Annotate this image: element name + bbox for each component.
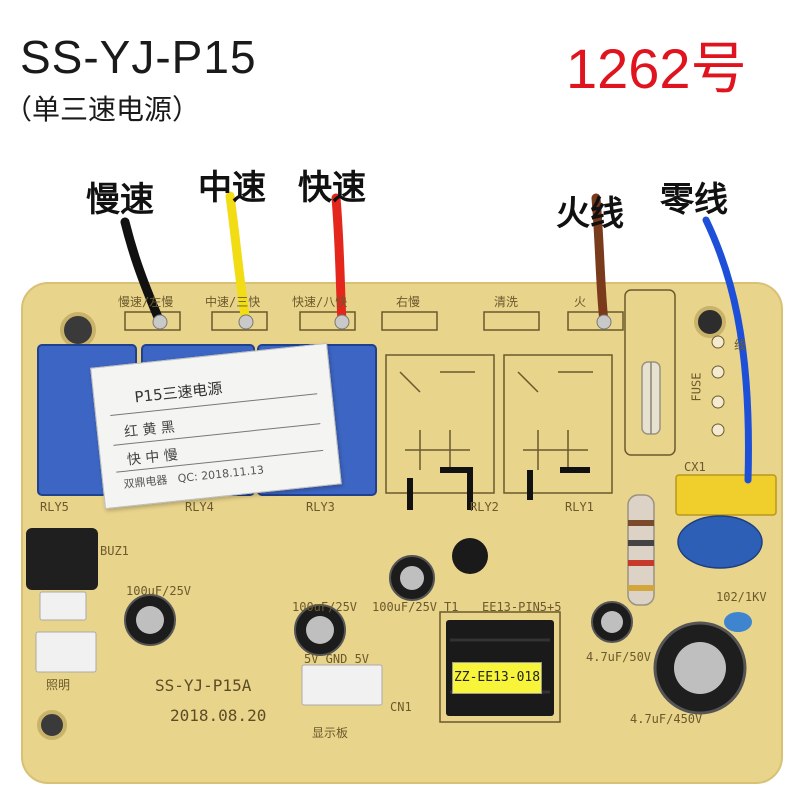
- connector-left-1: [39, 591, 87, 621]
- connector-cn1: [301, 664, 383, 706]
- label-display-board: 显示板: [312, 726, 349, 740]
- label-buzzer: BUZ1: [100, 544, 129, 558]
- label-cx1: CX1: [684, 460, 706, 474]
- label-connector-pins: 5V GND 5V: [304, 652, 370, 666]
- label-fuse: FUSE: [689, 372, 704, 402]
- pad-label-right-slow: 右慢: [396, 295, 421, 309]
- wire-neutral: [702, 216, 752, 484]
- small-capacitor: [724, 612, 752, 632]
- label-line: 线: [734, 338, 747, 352]
- wire-label-slow: 慢速: [86, 180, 154, 220]
- item-number: 1262号: [566, 37, 747, 100]
- relay-trace: [407, 467, 590, 510]
- pad-label-slow: 慢速/左慢: [118, 295, 174, 309]
- label-ec3: 100uF/25V: [372, 600, 438, 614]
- pad-label-fast: 快速/八快: [292, 295, 348, 309]
- label-ec2: 4.7uF/50V: [586, 650, 652, 664]
- sticker-title: P15三速电源: [133, 379, 224, 407]
- label-ec5: 100uF/25V: [126, 584, 192, 598]
- label-rly1: RLY1: [565, 500, 594, 514]
- wire-fast: [331, 193, 347, 327]
- resistor-bands: [628, 520, 654, 591]
- sticker-colors: 红 黄 黑: [123, 419, 176, 441]
- transformer-t1: [439, 611, 561, 723]
- wire-label-fast: 快速: [298, 168, 366, 208]
- label-rly3: RLY3: [306, 500, 335, 514]
- solder-joints: [152, 314, 612, 330]
- buzzer: [26, 528, 98, 590]
- relay-outlines: [385, 354, 613, 494]
- wire-label-medium: 中速: [198, 168, 266, 208]
- model-title: SS-YJ-P15: [20, 31, 257, 83]
- wire-medium: [225, 191, 251, 327]
- connector-left-2: [35, 631, 97, 673]
- label-ec1: 4.7uF/450V: [630, 712, 703, 726]
- label-light: 照明: [46, 678, 71, 692]
- wire-live: [591, 193, 609, 327]
- fuse-pads: [711, 335, 725, 437]
- label-ec4: 100uF/25V: [292, 600, 358, 614]
- wire-label-neutral: 零线: [660, 180, 728, 220]
- qc-sticker: P15三速电源 红 黄 黑 快 中 慢 双鼎电器 QC: 2018.11.13: [90, 342, 342, 510]
- label-rly4: RLY4: [185, 500, 214, 514]
- model-subtitle: （单三速电源）: [4, 93, 201, 126]
- board-date: 2018.08.20: [170, 706, 267, 725]
- label-transformer-type: EE13-PIN5+5: [482, 600, 562, 614]
- label-hv-cap: 102/1KV: [716, 590, 767, 604]
- pad-label-live: 火: [574, 295, 587, 309]
- label-t1: T1: [444, 600, 459, 614]
- pad-label-wash: 清洗: [494, 295, 519, 309]
- mount-hole-top-left: [60, 312, 96, 348]
- mount-hole-top-right: [694, 306, 726, 338]
- x-capacitor: [675, 474, 777, 516]
- sticker-qc: QC: 2018.11.13: [177, 463, 265, 486]
- mount-hole-bottom-left: [37, 710, 67, 740]
- sticker-maker-name: 双鼎电器: [122, 473, 169, 491]
- pad-row: [124, 311, 624, 331]
- label-rly2: RLY2: [470, 500, 499, 514]
- label-rly5: RLY5: [40, 500, 69, 514]
- ceramic-capacitor: [677, 515, 763, 569]
- label-cn1: CN1: [390, 700, 412, 714]
- board-name: SS-YJ-P15A: [155, 676, 252, 695]
- wire-slow: [120, 217, 165, 327]
- wire-label-live: 火线: [556, 194, 624, 234]
- fuse-block: [624, 289, 676, 456]
- pad-label-medium: 中速/三快: [205, 295, 261, 309]
- mount-hole-middle: [452, 538, 488, 574]
- capacitor-tops: [136, 566, 726, 694]
- transformer-sticker: ZZ-EE13-018: [452, 662, 542, 694]
